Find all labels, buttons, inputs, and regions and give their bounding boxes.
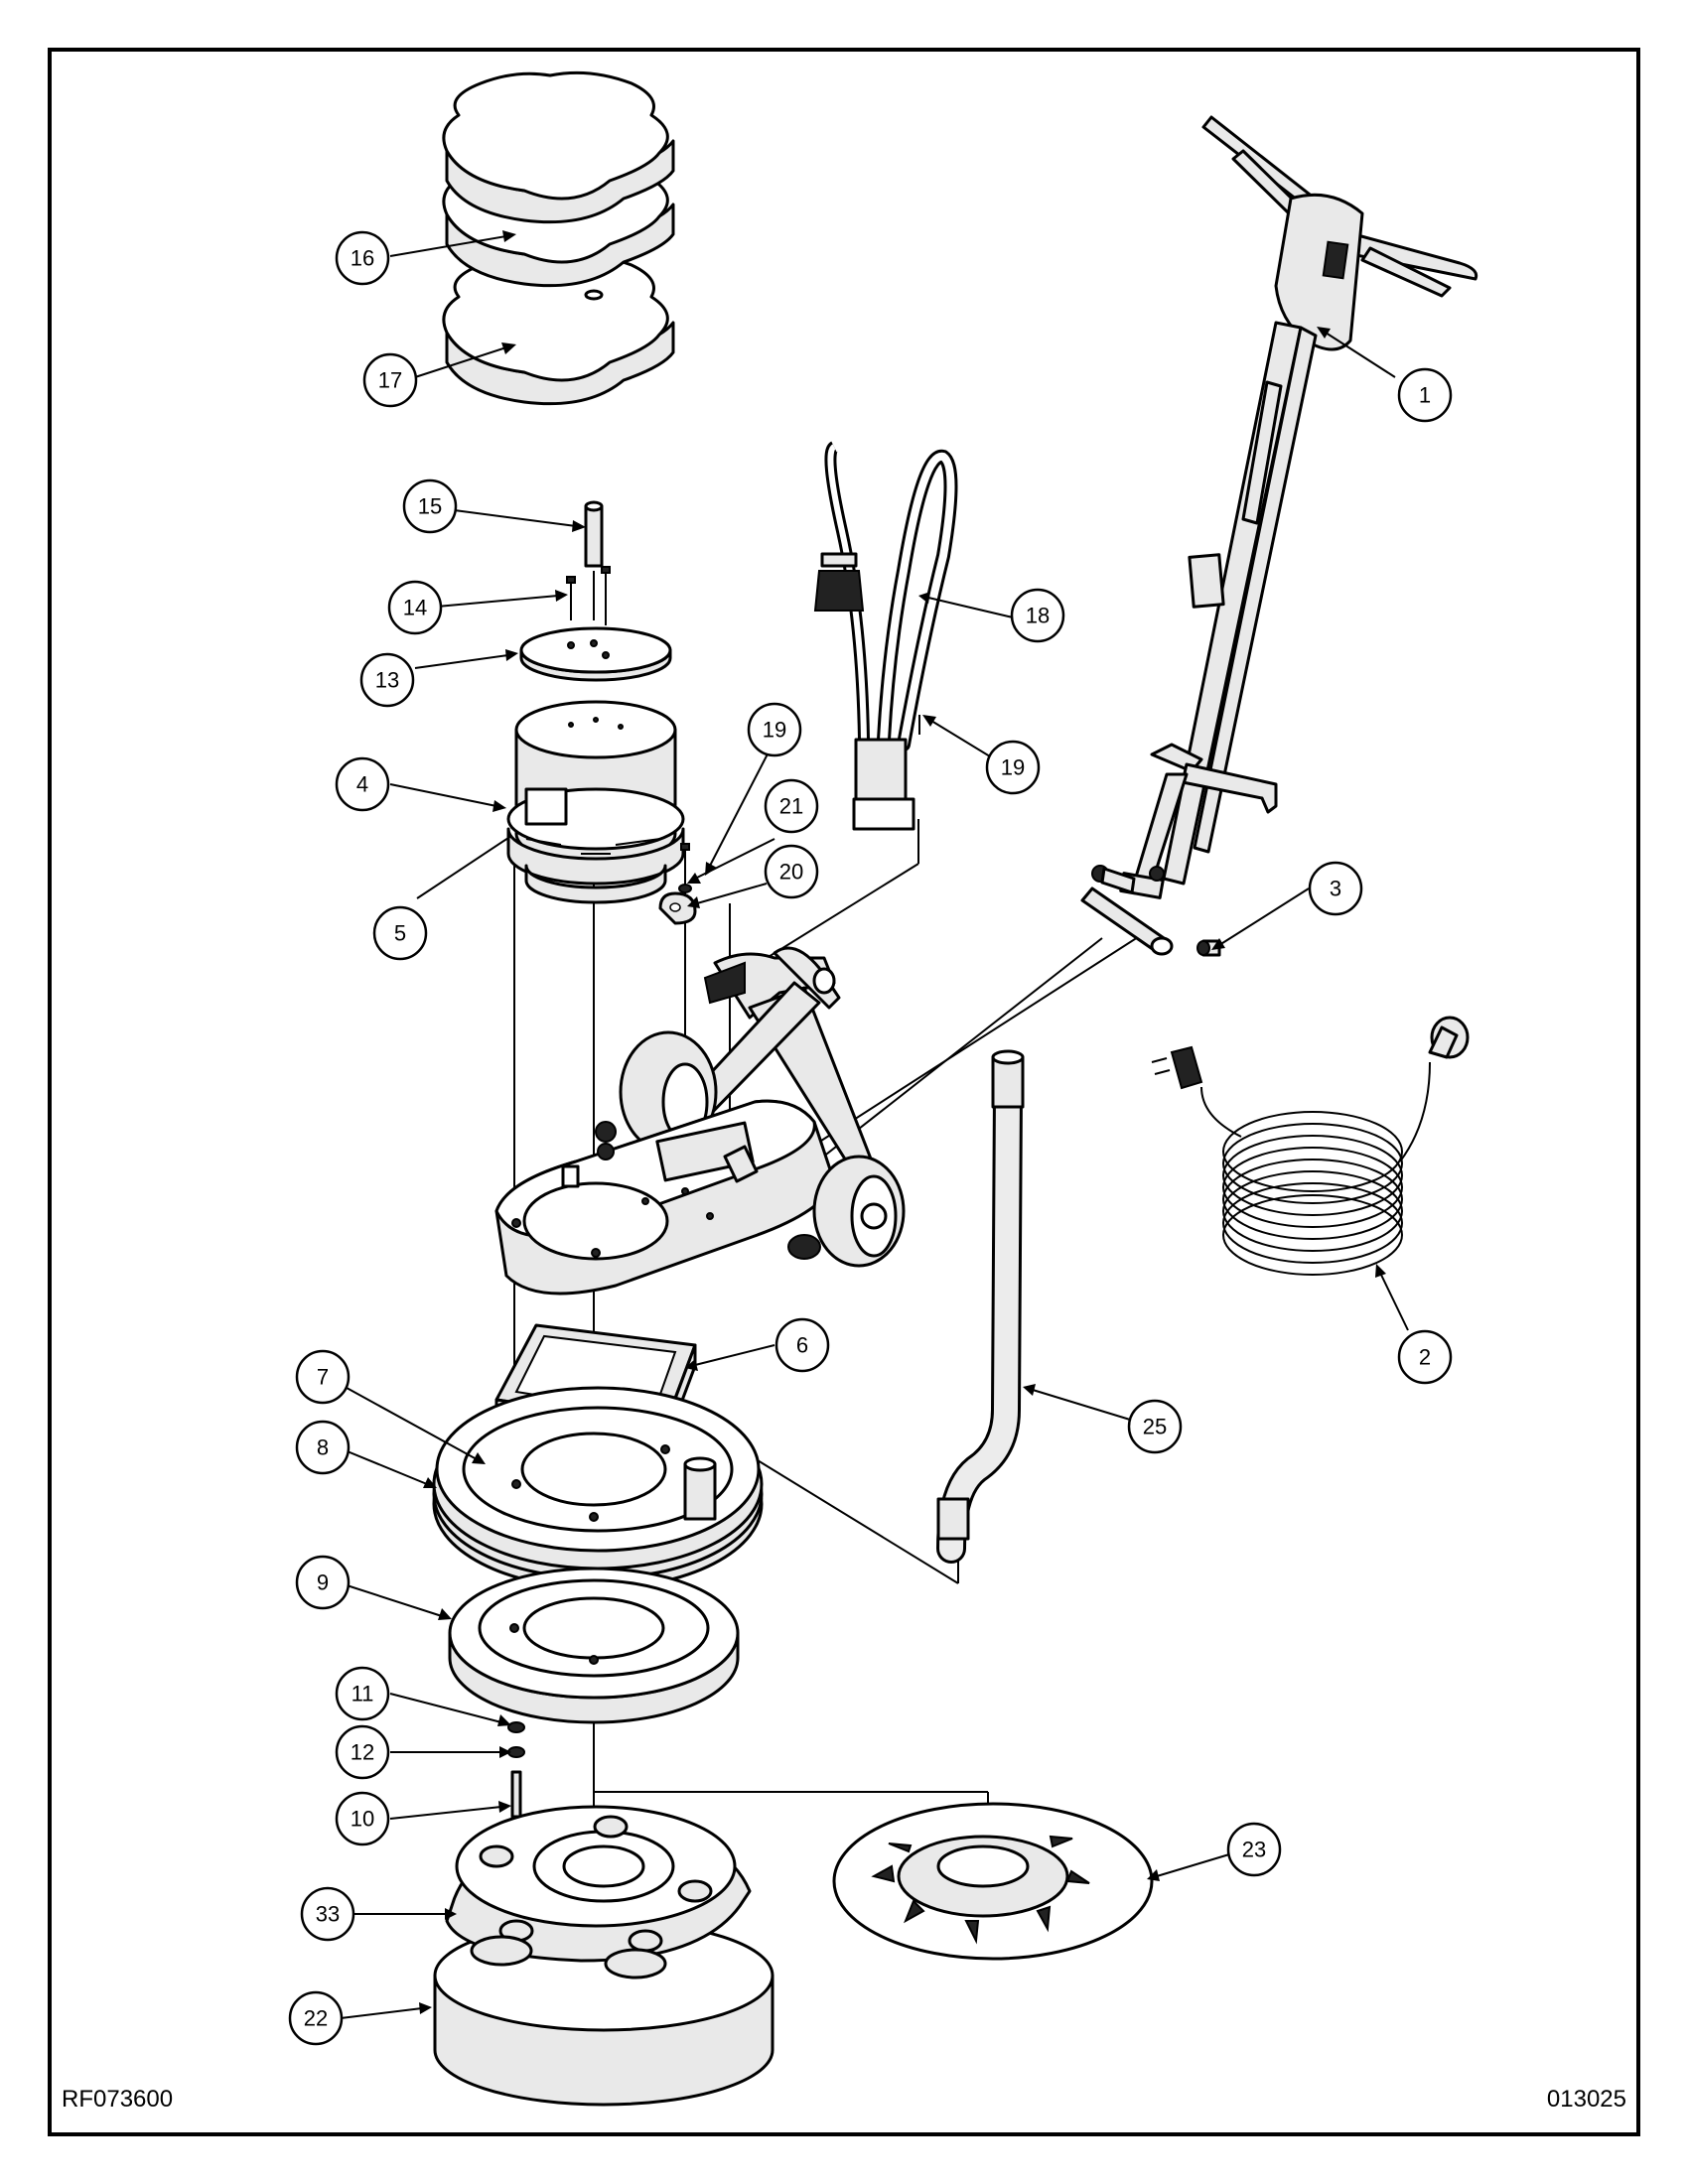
part-shaft	[584, 500, 604, 568]
callout-15: 15	[402, 478, 458, 534]
svg-text:7: 7	[317, 1365, 329, 1390]
svg-text:14: 14	[403, 596, 427, 620]
callout-21: 21	[764, 778, 819, 834]
callout-5: 5	[372, 905, 428, 961]
part-chassis	[494, 946, 906, 1296]
drawing-border	[48, 48, 1640, 2136]
svg-text:5: 5	[394, 921, 406, 946]
svg-text:3: 3	[1330, 877, 1341, 901]
part-motor-cover-plate	[519, 626, 672, 682]
callout-23: 23	[1226, 1822, 1282, 1877]
callout-7: 7	[295, 1349, 351, 1405]
part-power-cable	[813, 441, 958, 831]
part-screws	[566, 566, 611, 625]
svg-text:19: 19	[763, 718, 786, 743]
callout-17: 17	[362, 352, 418, 408]
part-clamp-screw-washer	[658, 843, 697, 925]
callout-3: 3	[1308, 861, 1363, 916]
drawing-ref-left: RF073600	[62, 2086, 173, 2113]
svg-text:15: 15	[418, 494, 442, 519]
callout-1: 1	[1397, 367, 1453, 423]
part-hose	[936, 1049, 1025, 1564]
svg-text:6: 6	[796, 1333, 808, 1358]
callout-25: 25	[1127, 1399, 1183, 1454]
svg-text:19: 19	[1001, 755, 1025, 780]
svg-text:2: 2	[1419, 1345, 1431, 1370]
svg-text:11: 11	[352, 1682, 374, 1706]
svg-text:4: 4	[356, 772, 368, 797]
part-coiled-cord	[1151, 1016, 1470, 1276]
svg-text:13: 13	[375, 668, 399, 693]
svg-text:1: 1	[1419, 383, 1431, 408]
callout-13: 13	[359, 652, 415, 708]
part-motor	[506, 700, 685, 904]
svg-text:21: 21	[779, 794, 803, 819]
callout-19-left: 19	[747, 702, 802, 757]
callout-33: 33	[300, 1886, 355, 1942]
callout-2: 2	[1397, 1329, 1453, 1385]
part-brush	[832, 1802, 1154, 1961]
callout-9: 9	[295, 1555, 351, 1610]
part-drive-plate	[448, 1567, 740, 1724]
callout-14: 14	[387, 580, 443, 635]
callout-4: 4	[335, 756, 390, 812]
callout-12: 12	[335, 1724, 390, 1780]
svg-text:33: 33	[316, 1902, 340, 1927]
callouts: 1 2 3 4 5 6 7 8 9 10 11 12 13 14 15 16 1…	[288, 230, 1453, 2046]
svg-text:25: 25	[1143, 1415, 1167, 1439]
drawing-ref-right: 013025	[1547, 2086, 1626, 2113]
svg-text:12: 12	[351, 1740, 374, 1765]
callout-22: 22	[288, 1990, 344, 2046]
callout-10: 10	[335, 1791, 390, 1846]
part-gear-housing	[432, 1386, 764, 1590]
callout-6: 6	[774, 1317, 830, 1373]
callout-11: 11	[335, 1666, 390, 1721]
callout-16: 16	[335, 230, 390, 286]
part-weight-stack	[442, 70, 675, 406]
svg-text:18: 18	[1026, 604, 1050, 628]
callout-19-right: 19	[985, 740, 1041, 795]
svg-text:16: 16	[351, 246, 374, 271]
svg-text:10: 10	[351, 1807, 374, 1832]
svg-text:23: 23	[1242, 1838, 1266, 1862]
svg-text:8: 8	[317, 1435, 329, 1460]
svg-text:22: 22	[304, 2006, 328, 2031]
part-bolt-washer-nut	[507, 1721, 525, 1819]
part-pad-holder-assembly	[433, 1805, 774, 2107]
svg-text:17: 17	[378, 368, 402, 393]
callout-18: 18	[1010, 588, 1065, 643]
svg-text:20: 20	[779, 860, 803, 885]
callout-20: 20	[764, 844, 819, 899]
callout-8: 8	[295, 1420, 351, 1475]
svg-text:9: 9	[317, 1570, 329, 1595]
part-handle	[1080, 115, 1478, 956]
